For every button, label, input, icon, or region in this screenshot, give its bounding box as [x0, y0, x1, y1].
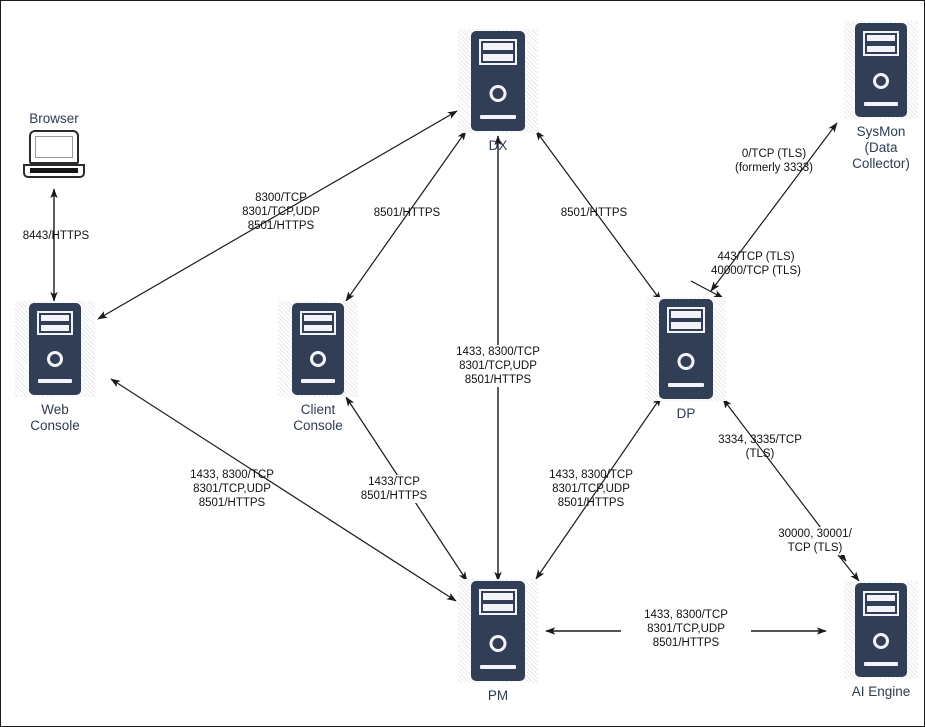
sysmon-art	[844, 21, 918, 119]
power-button-icon	[489, 85, 507, 102]
power-button-icon	[677, 353, 695, 370]
power-button-icon	[489, 635, 507, 652]
edge-label-pm-dp: 1433, 8300/TCP 8301/TCP,UDP 8501/HTTPS	[549, 469, 633, 509]
server-grille-icon	[300, 311, 336, 335]
pm-art	[458, 579, 538, 683]
server-tower-icon	[855, 583, 907, 677]
node-client-console-label: Client Console	[293, 402, 343, 433]
edge-label-dp-aiengine: 30000, 30001/ TCP (TLS)	[763, 527, 867, 555]
grille-bar	[483, 43, 513, 50]
edge-label-sysmon-dp: 443/TCP (TLS) 40000/TCP (TLS)	[711, 251, 801, 277]
edge-label-pm-aiengine: 1433, 8300/TCP 8301/TCP,UDP 8501/HTTPS	[621, 608, 751, 650]
laptop-screen	[35, 136, 73, 158]
server-tower-icon	[292, 303, 344, 395]
server-grille-icon	[37, 311, 73, 335]
grille-bar	[671, 311, 701, 318]
server-footbar	[480, 665, 516, 669]
browser-art	[23, 130, 85, 178]
laptop-lid	[29, 130, 79, 164]
node-pm[interactable]: PM	[458, 579, 538, 704]
dp-art	[646, 297, 726, 401]
server-tower-icon	[29, 303, 81, 395]
server-grille-icon	[863, 591, 899, 616]
server-footbar	[668, 383, 704, 387]
server-tower-icon	[471, 31, 525, 131]
grille-bar	[867, 595, 895, 601]
node-client-console[interactable]: Client Console	[278, 301, 358, 434]
grille-bar	[41, 315, 69, 321]
edge-label-browser-webconsole: 8443/HTTPS	[22, 230, 90, 242]
power-button-icon	[873, 73, 889, 89]
dx-art	[458, 29, 538, 133]
node-sysmon-label: SysMon (Data Collector)	[852, 124, 910, 171]
node-sysmon[interactable]: SysMon (Data Collector)	[831, 21, 924, 172]
node-dx-label: DX	[488, 138, 508, 153]
node-browser[interactable]: Browser	[23, 111, 85, 178]
server-footbar	[38, 379, 72, 383]
edge-sysmon-dp	[690, 280, 724, 299]
grille-bar	[867, 606, 895, 612]
node-web-console[interactable]: Web Console	[15, 301, 95, 434]
server-footbar	[864, 662, 898, 666]
edge-label-dx-dp: 8501/HTTPS	[560, 207, 628, 219]
server-grille-icon	[479, 39, 517, 65]
node-dp-label: DP	[676, 406, 696, 421]
server-grille-icon	[479, 589, 517, 615]
server-tower-icon	[855, 23, 907, 117]
grille-bar	[483, 604, 513, 611]
server-footbar	[301, 379, 335, 383]
grille-bar	[304, 315, 332, 321]
edge-label-clientconsole-dx: 8501/HTTPS	[373, 207, 441, 219]
grille-bar	[671, 322, 701, 329]
grille-bar	[867, 35, 895, 41]
power-button-icon	[310, 351, 326, 367]
grille-bar	[304, 325, 332, 331]
node-browser-label: Browser	[29, 111, 79, 126]
edge-label-webconsole-pm: 1433, 8300/TCP 8301/TCP,UDP 8501/HTTPS	[190, 469, 274, 509]
grille-bar	[483, 54, 513, 61]
ai-engine-art	[844, 581, 918, 679]
node-web-console-label: Web Console	[30, 402, 80, 433]
grille-bar	[483, 593, 513, 600]
power-button-icon	[873, 633, 889, 649]
server-tower-icon	[659, 299, 713, 399]
web-console-art	[15, 301, 95, 397]
server-footbar	[480, 115, 516, 119]
server-grille-icon	[863, 31, 899, 56]
grille-bar	[41, 325, 69, 331]
node-dx[interactable]: DX	[458, 29, 538, 154]
laptop-keyboard	[30, 168, 78, 173]
edge-label-dp-sysmon: 0/TCP (TLS) (formerly 3333)	[735, 148, 813, 174]
node-ai-engine[interactable]: AI Engine	[831, 581, 924, 700]
laptop-icon	[23, 130, 85, 178]
server-tower-icon	[471, 581, 525, 681]
edge-label-dx-pm: 1433, 8300/TCP 8301/TCP,UDP 8501/HTTPS	[433, 345, 563, 387]
client-console-art	[278, 301, 358, 397]
node-dp[interactable]: DP	[646, 297, 726, 422]
node-ai-engine-label: AI Engine	[851, 684, 911, 699]
node-pm-label: PM	[487, 688, 509, 703]
server-grille-icon	[667, 307, 705, 333]
grille-bar	[867, 46, 895, 52]
server-footbar	[864, 102, 898, 106]
edge-label-aiengine-dp: 3334, 3335/TCP (TLS)	[718, 434, 802, 460]
power-button-icon	[47, 351, 63, 367]
edge-label-clientconsole-pm: 1433/TCP 8501/HTTPS	[344, 475, 444, 503]
edge-label-webconsole-dx: 8300/TCP 8301/TCP,UDP 8501/HTTPS	[242, 192, 320, 232]
